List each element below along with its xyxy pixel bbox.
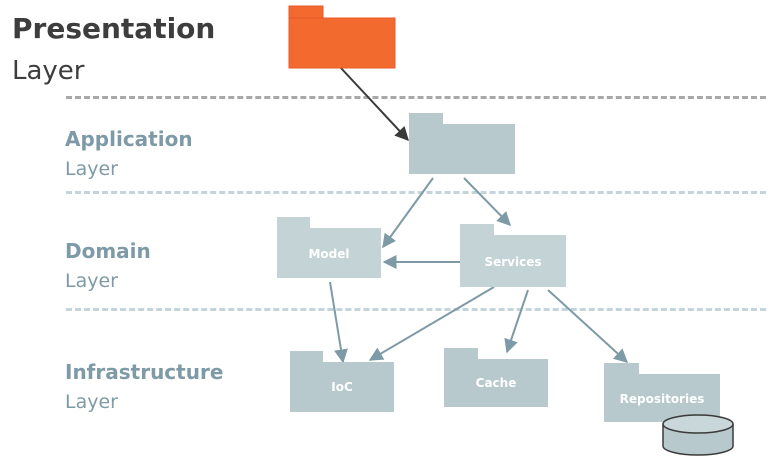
arrow-services-to-cache [504, 289, 529, 354]
application-title: Application [65, 127, 193, 151]
domain-divider [66, 308, 766, 311]
ioc-label: IoC [331, 380, 353, 394]
presentation-divider [66, 96, 766, 99]
model-package: Model [277, 217, 381, 278]
arrow-application-to-model [382, 177, 434, 249]
services-package: Services [460, 224, 566, 287]
ioc-folder-icon [290, 351, 394, 412]
repositories-label: Repositories [620, 392, 705, 406]
cache-folder-icon [444, 348, 548, 407]
infrastructure-title: Infrastructure [65, 360, 224, 384]
services-folder-icon [460, 224, 566, 287]
arrow-services-to-repositories [547, 289, 629, 363]
domain-title: Domain [65, 239, 151, 263]
application-divider [66, 191, 766, 194]
application-subtitle: Layer [65, 158, 118, 180]
domain-subtitle: Layer [65, 270, 118, 292]
ioc-package: IoC [290, 351, 394, 412]
services-label: Services [484, 255, 541, 269]
presentation-title: Presentation [12, 12, 216, 45]
arrow-presentation-to-application [339, 66, 409, 142]
infrastructure-subtitle: Layer [65, 391, 118, 413]
arrow-services-to-ioc [368, 286, 495, 361]
database-icon [662, 414, 734, 456]
repositories-package: Repositories [604, 363, 720, 422]
dependency-arrows [329, 66, 629, 364]
cache-package: Cache [444, 348, 548, 407]
repositories-folder-icon [604, 363, 720, 422]
application-folder-icon [409, 113, 515, 174]
presentation-subtitle: Layer [12, 56, 85, 86]
model-folder-icon [277, 217, 381, 278]
cache-label: Cache [476, 376, 517, 390]
arrow-model-to-ioc [329, 281, 348, 364]
model-label: Model [308, 247, 349, 261]
presentation-folder-icon [288, 5, 396, 69]
arrow-application-to-services [463, 177, 511, 227]
